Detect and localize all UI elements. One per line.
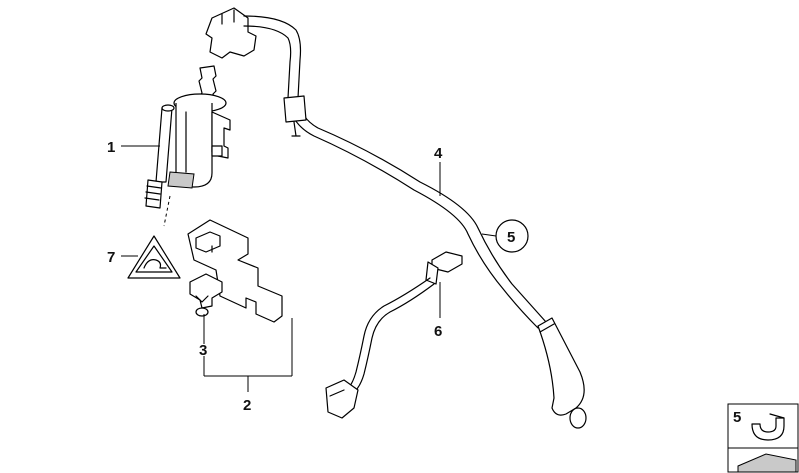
sensor-icon[interactable] [325,251,463,419]
inset-panel[interactable]: 5 [727,403,799,473]
inset-callout: 5 [733,409,741,426]
leader-lines [121,145,497,392]
valve-icon[interactable] [144,65,231,209]
callout-1: 1 [107,139,115,156]
callout-5-circle [495,219,529,253]
bracket-icon[interactable] [187,219,283,323]
callout-4: 4 [434,145,443,162]
hose-icon[interactable] [205,7,587,429]
callout-5: 5 [507,229,515,246]
callout-2: 2 [243,397,251,414]
clip-icon[interactable] [189,273,223,317]
callout-3: 3 [199,342,207,359]
callout-6: 6 [434,323,442,340]
clamp-icon [751,413,785,441]
callout-7: 7 [107,249,115,266]
warning-triangle-icon[interactable] [127,235,181,279]
